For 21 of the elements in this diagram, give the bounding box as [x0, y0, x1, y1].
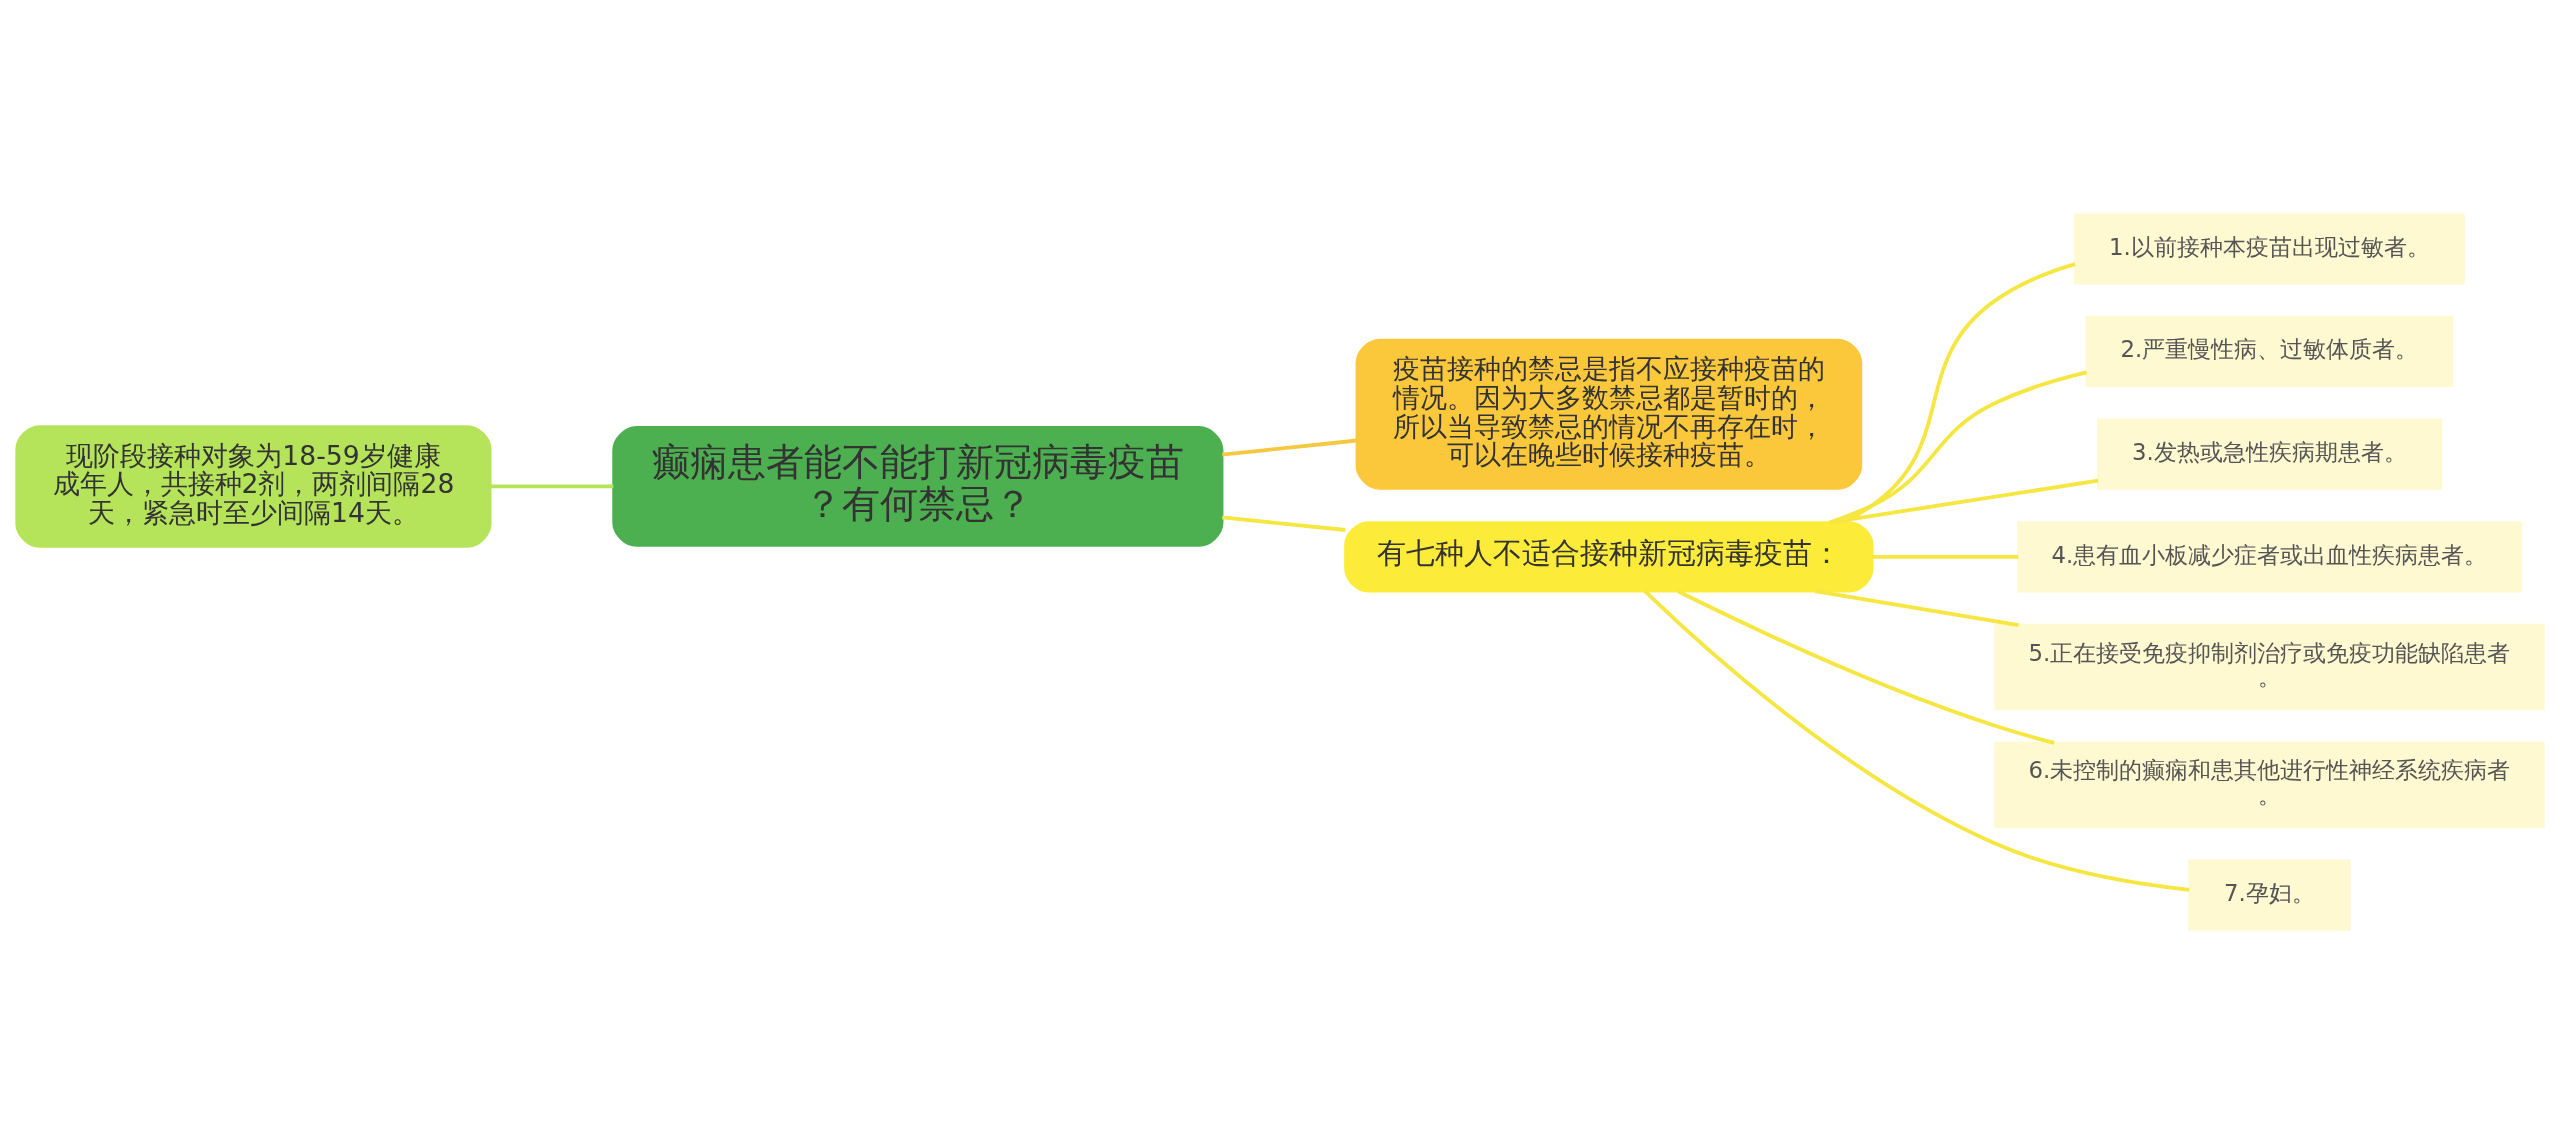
- node-box: 疫苗接种的禁忌是指不应接种疫苗的情况。因为大多数禁忌都是暂时的，所以当导致禁忌的情况不再存在时，可以在晚些时候接种疫苗。: [1355, 338, 1863, 490]
- node-box: 5.正在接受免疫抑制剂治疗或免疫功能缺陷患者。: [1994, 623, 2545, 710]
- connector: [1643, 589, 2190, 892]
- node-box: 现阶段接种对象为18-59岁健康成年人，共接种2剂，两剂间隔28天，紧急时至少间隔14天。: [15, 424, 492, 548]
- node-box: 癫痫患者能不能打新冠病毒疫苗？有何禁忌？: [612, 425, 1224, 547]
- node-box: 7.孕妇。: [2188, 859, 2351, 931]
- connector: [1872, 554, 2019, 559]
- connector: [1814, 588, 2019, 627]
- connector: [1842, 261, 2076, 524]
- node-box: 4.患有血小板减少症者或出血性疾病患者。: [2017, 520, 2522, 592]
- node-box: 1.以前接种本疫苗出现过敏者。: [2074, 212, 2465, 284]
- node-box: 3.发热或急性疾病期患者。: [2096, 418, 2442, 490]
- connector: [1830, 478, 2099, 524]
- node-box: 有七种人不适合接种新冠病毒疫苗：: [1344, 520, 1874, 592]
- node-box: 6.未控制的癫痫和患其他进行性神经系统疾病者。: [1994, 741, 2545, 828]
- connector: [1222, 438, 1358, 457]
- node-box: 2.严重慢性病、过敏体质者。: [2085, 315, 2454, 387]
- connector: [1828, 370, 2088, 524]
- connector: [491, 484, 614, 488]
- connector: [1222, 515, 1346, 532]
- connector: [1677, 589, 2055, 745]
